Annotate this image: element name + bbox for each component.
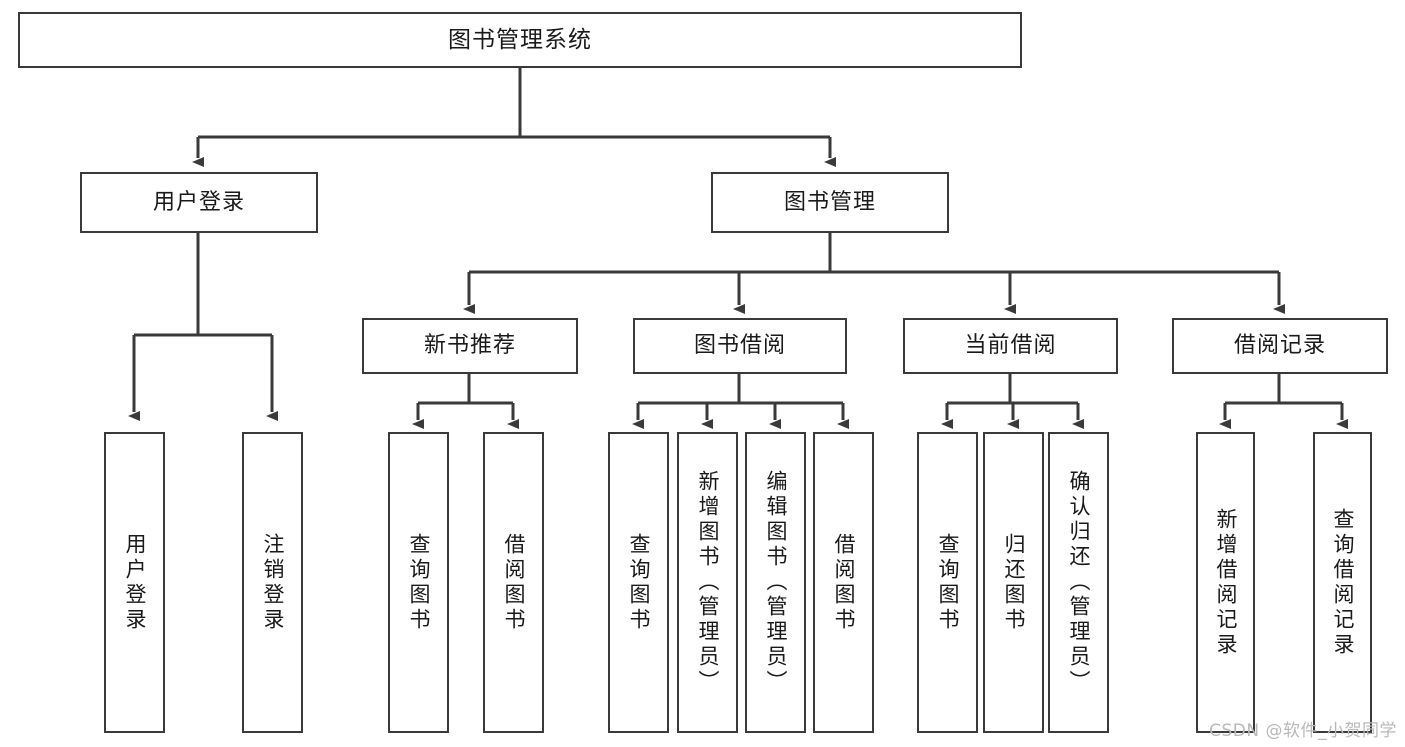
- node-root-system[interactable]: 图书管理系统: [18, 12, 1022, 68]
- node-label: 查询图书: [627, 532, 651, 633]
- leaf-user-logout[interactable]: 注销登录: [242, 432, 303, 733]
- node-label: 查询图书: [936, 532, 960, 633]
- node-label: 查询借阅记录: [1331, 507, 1355, 658]
- leaf-return-book[interactable]: 归还图书: [983, 432, 1044, 733]
- leaf-borrow-book-recommend[interactable]: 借阅图书: [483, 432, 544, 733]
- node-borrow-records[interactable]: 借阅记录: [1172, 318, 1388, 374]
- leaf-borrow-book[interactable]: 借阅图书: [813, 432, 874, 733]
- node-label: 新增图书（管理员）: [696, 470, 720, 695]
- node-label: 归还图书: [1002, 532, 1026, 633]
- node-label: 新书推荐: [423, 333, 516, 359]
- node-label: 新增借阅记录: [1214, 507, 1238, 658]
- leaf-add-borrow-record[interactable]: 新增借阅记录: [1196, 432, 1255, 733]
- node-label: 用户登录: [123, 532, 147, 633]
- node-label: 注销登录: [261, 532, 285, 633]
- leaf-query-book[interactable]: 查询图书: [608, 432, 669, 733]
- node-book-borrow[interactable]: 图书借阅: [633, 318, 847, 374]
- leaf-query-borrow-record[interactable]: 查询借阅记录: [1313, 432, 1372, 733]
- node-label: 图书管理: [783, 189, 876, 215]
- leaf-edit-book-admin[interactable]: 编辑图书（管理员）: [745, 432, 806, 733]
- node-label: 查询图书: [407, 532, 431, 633]
- leaf-add-book-admin[interactable]: 新增图书（管理员）: [677, 432, 738, 733]
- node-label: 借阅图书: [502, 532, 526, 633]
- leaf-query-book-recommend[interactable]: 查询图书: [388, 432, 449, 733]
- leaf-user-login[interactable]: 用户登录: [104, 432, 165, 733]
- node-new-book-recommend[interactable]: 新书推荐: [362, 318, 578, 374]
- node-label: 图书借阅: [693, 333, 786, 359]
- node-label: 用户登录: [152, 189, 245, 215]
- node-label: 确认归还（管理员）: [1067, 470, 1091, 695]
- leaf-query-book-current[interactable]: 查询图书: [917, 432, 978, 733]
- node-label: 借阅记录: [1233, 333, 1326, 359]
- node-user-login[interactable]: 用户登录: [80, 172, 318, 233]
- node-book-management[interactable]: 图书管理: [711, 172, 949, 233]
- node-label: 图书管理系统: [448, 26, 592, 53]
- node-label: 编辑图书（管理员）: [764, 470, 788, 695]
- node-label: 当前借阅: [964, 333, 1057, 359]
- csdn-watermark: CSDN @软件_小贺同学: [1209, 721, 1397, 741]
- node-current-borrow[interactable]: 当前借阅: [903, 318, 1118, 374]
- node-label: 借阅图书: [832, 532, 856, 633]
- leaf-confirm-return-admin[interactable]: 确认归还（管理员）: [1048, 432, 1109, 733]
